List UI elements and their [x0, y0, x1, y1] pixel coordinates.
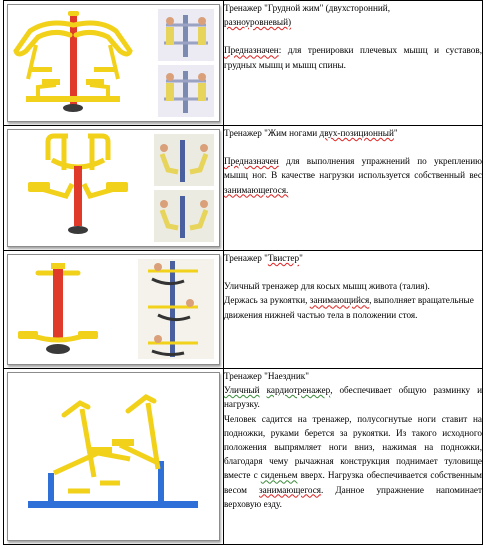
row-rider: Тренажер "Наездник" Уличный кардиотренаж… — [3, 368, 483, 545]
leg-press-image-cell — [3, 125, 224, 251]
leg-press-title: Тренажер "Жим ногами двух-позиционный" — [224, 128, 398, 138]
chest-press-picture — [7, 4, 220, 122]
row-chest-press: Тренажер "Грудной жим" (двухсторонний, р… — [3, 0, 483, 126]
rider-intro: Уличный кардиотренажер, обеспечивает общ… — [224, 385, 482, 410]
chest-press-purpose: Предназначен: для тренировки плечевых мы… — [224, 45, 482, 70]
rider-picture — [7, 372, 220, 541]
chest-press-subtitle: разноуровневый) — [224, 17, 292, 28]
leg-press-purpose: Предназначен для выполнения упражнений п… — [224, 156, 482, 195]
leg-press-picture — [7, 129, 220, 247]
twister-line1: Уличный тренажер для косых мышц живота (… — [224, 281, 430, 292]
chest-press-image-cell — [3, 0, 224, 126]
rider-image-cell — [3, 368, 224, 545]
rider-instructions: Человек садится на тренажер, полусогнуты… — [224, 413, 482, 509]
twister-title: Тренажер "Твистер" — [224, 253, 303, 263]
chest-press-machine — [13, 11, 133, 112]
twister-usage-photos — [138, 259, 214, 359]
leg-press-description: Тренажер "Жим ногами двух-позиционный" П… — [223, 125, 483, 251]
twister-picture — [7, 254, 220, 365]
chest-press-title: Тренажер "Грудной жим" (двухсторонний, — [224, 3, 391, 13]
chest-press-description: Тренажер "Грудной жим" (двухсторонний, р… — [223, 0, 483, 126]
twister-image-cell — [3, 250, 224, 369]
leg-press-machine — [28, 133, 128, 234]
rider-title: Тренажер "Наездник" — [224, 371, 309, 381]
row-twister: Тренажер "Твистер" Уличный тренажер для … — [3, 250, 483, 369]
rider-description: Тренажер "Наездник" Уличный кардиотренаж… — [223, 368, 483, 545]
rider-machine — [28, 394, 198, 508]
twister-description: Тренажер "Твистер" Уличный тренажер для … — [223, 250, 483, 369]
twister-line2: Держась за рукоятки, занимающийся, выпол… — [224, 295, 474, 320]
equipment-table: Тренажер "Грудной жим" (двухсторонний, р… — [3, 0, 483, 545]
twister-machine — [18, 263, 98, 354]
row-leg-press: Тренажер "Жим ногами двух-позиционный" П… — [3, 125, 483, 251]
leg-press-usage-photos — [154, 134, 214, 242]
chest-press-usage-photos — [158, 9, 214, 117]
